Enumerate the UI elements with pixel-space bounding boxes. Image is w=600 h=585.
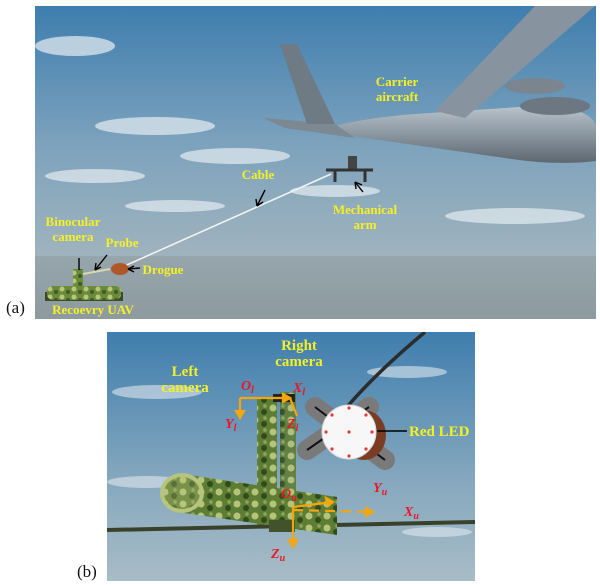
- panel-a-tag: (a): [6, 298, 25, 317]
- axis-label-ou: Ou: [281, 487, 297, 504]
- label-carrier-line2: aircraft: [376, 89, 419, 104]
- label-probe: Probe: [106, 235, 139, 250]
- recovery-uav: [45, 268, 123, 301]
- carrier-aircraft: [263, 6, 596, 182]
- label-right-camera-line2: camera: [275, 354, 323, 370]
- panel-a-svg: Carrier aircraft Cable Mechanical arm Bi…: [35, 6, 596, 319]
- panel-b-scene: Right camera Left camera Red LED Ol Xl Y…: [107, 332, 475, 581]
- clouds: [35, 36, 585, 224]
- label-cable: Cable: [242, 167, 275, 182]
- label-red-led: Red LED: [409, 424, 470, 440]
- coordinate-axes: [234, 392, 376, 550]
- cable: [345, 332, 427, 409]
- drogue: [111, 263, 129, 275]
- axis-label-zu: Zu: [270, 547, 286, 564]
- label-drogue: Drogue: [143, 262, 184, 277]
- label-arrows: [78, 181, 364, 273]
- label-left-camera-line1: Left: [172, 364, 199, 380]
- panel-b-tag: (b): [77, 562, 97, 581]
- label-camera-line1: Binocular: [46, 214, 101, 229]
- axis-label-yl: Yl: [225, 417, 237, 434]
- recovery-uav: [107, 473, 475, 535]
- axis-label-yu: Yu: [373, 481, 388, 498]
- label-carrier-line1: Carrier: [376, 74, 419, 89]
- panel-a-scene: Carrier aircraft Cable Mechanical arm Bi…: [35, 6, 596, 319]
- panel-b-svg: Right camera Left camera Red LED Ol Xl Y…: [107, 332, 475, 581]
- axis-label-zl: Zl: [286, 417, 299, 434]
- drogue: [297, 397, 395, 470]
- label-right-camera-line1: Right: [281, 338, 317, 354]
- label-uav: Recoevry UAV: [52, 302, 134, 317]
- axis-label-xl: Xl: [292, 381, 305, 398]
- cable: [119, 173, 332, 269]
- axis-label-xu: Xu: [403, 505, 419, 522]
- axis-label-ol: Ol: [241, 379, 254, 396]
- label-left-camera-line2: camera: [161, 380, 209, 396]
- label-arm-line1: Mechanical: [333, 202, 398, 217]
- label-camera-line2: camera: [52, 229, 94, 244]
- label-arm-line2: arm: [353, 217, 376, 232]
